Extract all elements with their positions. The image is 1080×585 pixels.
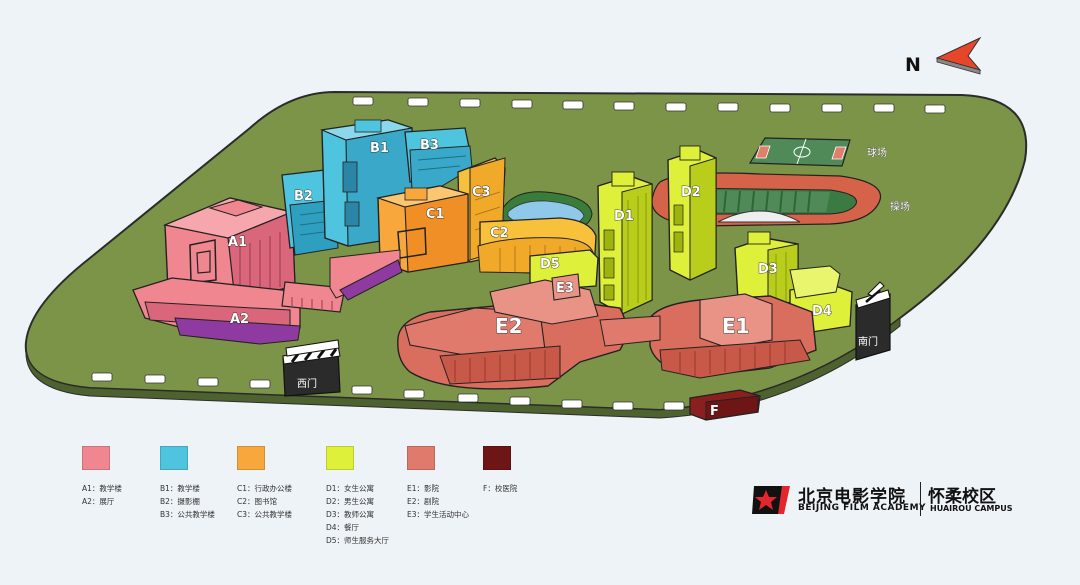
north-compass: N xyxy=(905,36,982,76)
legend-swatch-c xyxy=(237,446,265,470)
legend-item: B2：摄影棚 xyxy=(160,497,200,506)
building-a1-label: A1 xyxy=(228,235,247,250)
building-e3-label: E3 xyxy=(556,281,574,296)
building-e3[interactable] xyxy=(551,273,581,301)
legend-group-e: E1：影院 E2：剧院 E3：学生活动中心 xyxy=(407,446,469,521)
road-markings-bottom xyxy=(91,372,685,411)
legend-group-b: B1：教学楼 B2：摄影棚 B3：公共教学楼 xyxy=(160,446,215,521)
logo-divider xyxy=(920,482,921,516)
building-d4-label: D4 xyxy=(812,304,832,319)
building-a2-label: A2 xyxy=(230,312,249,327)
south-gate-label: 南门 xyxy=(858,335,878,348)
campus-map: N 球场 操场 A1 xyxy=(24,36,1028,421)
building-e2[interactable] xyxy=(397,279,627,390)
legend-swatch-b xyxy=(160,446,188,470)
building-b3-label: B3 xyxy=(420,138,439,153)
legend-group-c: C1：行政办公楼 C2：图书馆 C3：公共教学楼 xyxy=(237,446,292,521)
legend-swatch-a xyxy=(82,446,110,470)
west-gate[interactable] xyxy=(282,339,341,397)
building-e1-label: E1 xyxy=(722,314,750,338)
legend-item: D2：男生公寓 xyxy=(326,497,375,506)
building-a1[interactable] xyxy=(162,197,296,301)
building-d1[interactable] xyxy=(597,171,653,315)
legend-item: E2：剧院 xyxy=(407,497,440,506)
legend-item: D4：餐厅 xyxy=(326,523,360,532)
campus-name-cn: 怀柔校区 xyxy=(928,487,996,507)
building-f[interactable] xyxy=(689,389,761,421)
compass-label: N xyxy=(905,54,921,76)
building-c3-label: C3 xyxy=(472,185,491,200)
legend-item: D5：师生服务大厅 xyxy=(326,536,390,545)
south-gate[interactable] xyxy=(855,281,891,361)
academy-name-en: BEIJING FILM ACADEMY xyxy=(798,503,927,513)
building-f-label: F xyxy=(710,404,719,419)
building-d2-label: D2 xyxy=(681,185,701,200)
academy-logo: 北京电影学院 BEIJING FILM ACADEMY 怀柔校区 HUAIROU… xyxy=(752,480,1072,520)
legend-swatch-e xyxy=(407,446,435,470)
legend-item: E3：学生活动中心 xyxy=(407,510,470,519)
building-e1[interactable] xyxy=(649,293,817,379)
legend-group-d: D1：女生公寓 D2：男生公寓 D3：教师公寓 D4：餐厅 D5：师生服务大厅 xyxy=(326,446,389,547)
track-label: 操场 xyxy=(890,200,910,213)
court-label: 球场 xyxy=(867,146,887,159)
basketball-court[interactable] xyxy=(748,137,851,167)
legend-item: B3：公共教学楼 xyxy=(160,510,215,519)
legend-item: C3：公共教学楼 xyxy=(237,510,293,519)
legend-item: E1：影院 xyxy=(407,484,440,493)
campus-name-en: HUAIROU CAMPUS xyxy=(930,504,1013,513)
building-b1-label: B1 xyxy=(370,141,389,156)
building-d3[interactable] xyxy=(734,231,799,309)
legend-item: D3：教师公寓 xyxy=(326,510,375,519)
legend-item: B1：教学楼 xyxy=(160,484,200,493)
legend-group-f: F：校医院 xyxy=(483,446,517,495)
academy-name-cn: 北京电影学院 xyxy=(798,487,906,507)
legend-item: D1：女生公寓 xyxy=(326,484,375,493)
west-gate-label: 西门 xyxy=(297,377,317,390)
legend-item: A2：展厅 xyxy=(82,497,115,506)
film-academy-logo-icon xyxy=(752,486,790,514)
connector-bridge-c xyxy=(339,259,403,301)
legend: A1：教学楼 A2：展厅 B1：教学楼 B2：摄影棚 B3：公共教学楼 C1：行… xyxy=(0,446,760,576)
building-e2-label: E2 xyxy=(495,314,523,338)
building-d2[interactable] xyxy=(667,145,717,281)
road-markings-top xyxy=(352,96,946,114)
building-a2[interactable] xyxy=(132,277,346,345)
legend-group-a: A1：教学楼 A2：展厅 xyxy=(82,446,122,508)
walkway-e xyxy=(599,315,661,347)
legend-item: C2：图书馆 xyxy=(237,497,278,506)
legend-swatch-d xyxy=(326,446,354,470)
legend-item: A1：教学楼 xyxy=(82,484,122,493)
building-d3-label: D3 xyxy=(758,262,778,277)
building-c1-label: C1 xyxy=(426,207,445,222)
legend-swatch-f xyxy=(483,446,511,470)
building-c2-label: C2 xyxy=(490,226,509,241)
legend-item: F：校医院 xyxy=(483,484,518,493)
building-d1-label: D1 xyxy=(614,209,634,224)
building-b3[interactable] xyxy=(404,127,473,191)
legend-item: C1：行政办公楼 xyxy=(237,484,293,493)
building-d5-label: D5 xyxy=(540,257,560,272)
building-b2-label: B2 xyxy=(294,189,313,204)
campus-ground-edge xyxy=(25,316,901,419)
